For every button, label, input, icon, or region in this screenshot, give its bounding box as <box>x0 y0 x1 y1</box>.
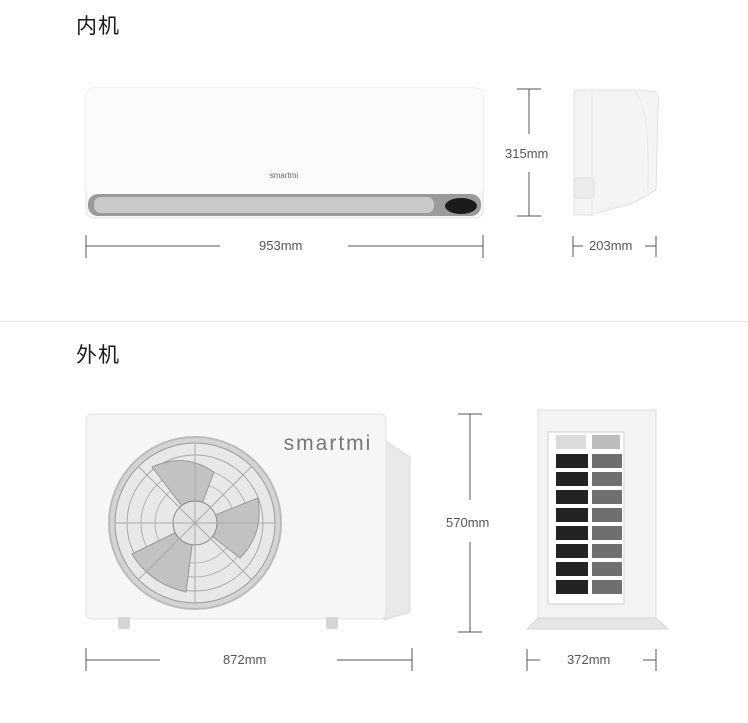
indoor-width-label: 953mm <box>259 238 303 253</box>
indoor-unit-front <box>85 87 484 219</box>
outdoor-unit-side <box>525 409 670 630</box>
section-divider <box>0 321 748 322</box>
indoor-title: 内机 <box>76 14 120 38</box>
outdoor-title: 外机 <box>76 343 120 367</box>
fan-grille <box>108 436 282 610</box>
indoor-width-dim <box>85 235 484 258</box>
indoor-depth-label: 203mm <box>589 238 633 253</box>
outdoor-brand-logo: smartmi <box>284 432 373 455</box>
outdoor-width-dim <box>85 648 413 671</box>
outdoor-height-label: 570mm <box>446 515 490 530</box>
outdoor-width-label: 872mm <box>223 652 267 667</box>
indoor-height-dim <box>517 88 541 217</box>
outdoor-section: 外机 smartmi <box>0 322 748 723</box>
indoor-depth-dim <box>572 236 657 257</box>
outdoor-height-dim <box>458 413 482 633</box>
indoor-unit-side <box>573 89 660 216</box>
outdoor-depth-label: 372mm <box>567 652 611 667</box>
indoor-section: 内机 smartmi <box>0 0 748 322</box>
outdoor-depth-dim <box>526 649 657 671</box>
indoor-height-label: 315mm <box>505 146 549 161</box>
display-panel <box>445 198 477 214</box>
indoor-brand-logo: smartmi <box>270 171 299 180</box>
indoor-drawing: smartmi <box>85 87 660 258</box>
outdoor-drawing: smartmi <box>85 409 670 671</box>
